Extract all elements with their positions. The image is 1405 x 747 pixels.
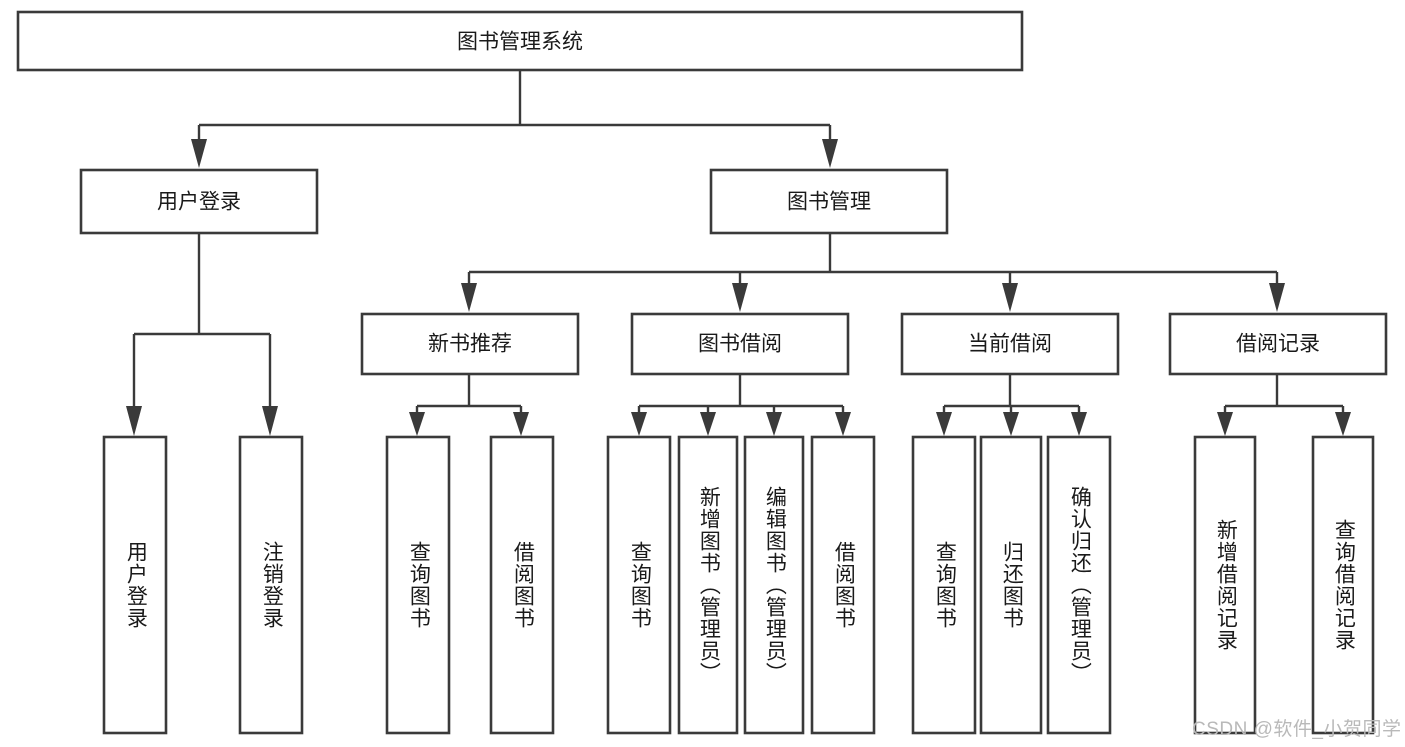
arrow-to-leaf-confirm-return	[1071, 412, 1087, 436]
node-book-management-box[interactable]	[709, 168, 949, 235]
node-root-label: 图书管理系统	[457, 31, 583, 54]
node-book-borrow-box[interactable]	[630, 312, 850, 376]
connectors-book-borrow-to-leaves	[631, 374, 851, 436]
leaf-query-book-2-box[interactable]	[606, 435, 672, 735]
arrow-to-leaf-query-book-2	[631, 412, 647, 436]
leaf-query-book-3-box[interactable]	[911, 435, 977, 735]
connectors-root-to-level1	[191, 71, 838, 168]
leaf-query-book-1-box[interactable]	[385, 435, 451, 735]
arrow-to-leaf-edit-book	[766, 412, 782, 436]
arrow-to-book-management	[822, 139, 838, 168]
arrow-to-leaf-query-book-1	[409, 412, 425, 436]
node-book-management-label: 图书管理	[787, 191, 871, 214]
arrow-to-leaf-query-book-3	[936, 412, 952, 436]
leaf-query-record-box[interactable]	[1311, 435, 1375, 735]
arrow-to-leaf-query-record	[1335, 412, 1351, 436]
arrow-to-current-borrow	[1002, 283, 1018, 312]
node-borrow-record-box[interactable]	[1168, 312, 1388, 376]
node-new-book-recommend[interactable]: 新书推荐	[360, 312, 580, 376]
node-book-borrow[interactable]: 图书借阅	[630, 312, 850, 376]
node-user-login[interactable]: 用户登录	[79, 168, 319, 235]
arrow-to-borrow-record	[1269, 283, 1285, 312]
arrow-to-new-book-recommend	[461, 283, 477, 312]
node-book-management[interactable]: 图书管理	[709, 168, 949, 235]
node-current-borrow-label: 当前借阅	[968, 333, 1052, 356]
arrow-to-leaf-return-book	[1003, 412, 1019, 436]
connectors-current-borrow-to-leaves	[936, 374, 1087, 436]
node-borrow-record-label: 借阅记录	[1236, 333, 1320, 356]
leaf-edit-book-box[interactable]	[743, 435, 805, 735]
node-borrow-record[interactable]: 借阅记录	[1168, 312, 1388, 376]
node-book-borrow-label: 图书借阅	[698, 333, 782, 356]
connectors-book-management-to-level2	[461, 233, 1285, 312]
node-current-borrow-box[interactable]	[900, 312, 1120, 376]
leaf-borrow-book-1-box[interactable]	[489, 435, 555, 735]
leaf-borrow-book-2-box[interactable]	[810, 435, 876, 735]
arrow-to-leaf-add-book	[700, 412, 716, 436]
leaf-user-logout-box[interactable]	[238, 435, 304, 735]
node-root[interactable]: 图书管理系统	[16, 10, 1024, 72]
leaf-add-book-box[interactable]	[677, 435, 739, 735]
arrow-to-leaf-add-record	[1217, 412, 1233, 436]
node-new-book-recommend-box[interactable]	[360, 312, 580, 376]
leaf-user-login-box[interactable]	[102, 435, 168, 735]
connectors-new-book-to-leaves	[409, 374, 529, 436]
arrow-to-leaf-borrow-book-1	[513, 412, 529, 436]
leaf-add-record-box[interactable]	[1193, 435, 1257, 735]
connectors-borrow-record-to-leaves	[1217, 374, 1351, 436]
arrow-to-leaf-user-logout	[262, 406, 278, 436]
leaf-return-book-box[interactable]	[979, 435, 1043, 735]
node-user-login-label: 用户登录	[157, 191, 241, 214]
node-new-book-recommend-label: 新书推荐	[428, 333, 512, 356]
node-root-box[interactable]	[16, 10, 1024, 72]
arrow-to-leaf-user-login	[126, 406, 142, 436]
csdn-watermark: CSDN @软件_小贺同学	[1192, 719, 1402, 740]
node-current-borrow[interactable]: 当前借阅	[900, 312, 1120, 376]
leaf-boxes	[102, 435, 1375, 735]
arrow-to-user-login	[191, 139, 207, 168]
arrow-to-leaf-borrow-book-2	[835, 412, 851, 436]
connectors-user-login-to-leaves	[126, 233, 278, 436]
leaf-confirm-return-box[interactable]	[1046, 435, 1112, 735]
arrow-to-book-borrow	[732, 283, 748, 312]
node-user-login-box[interactable]	[79, 168, 319, 235]
